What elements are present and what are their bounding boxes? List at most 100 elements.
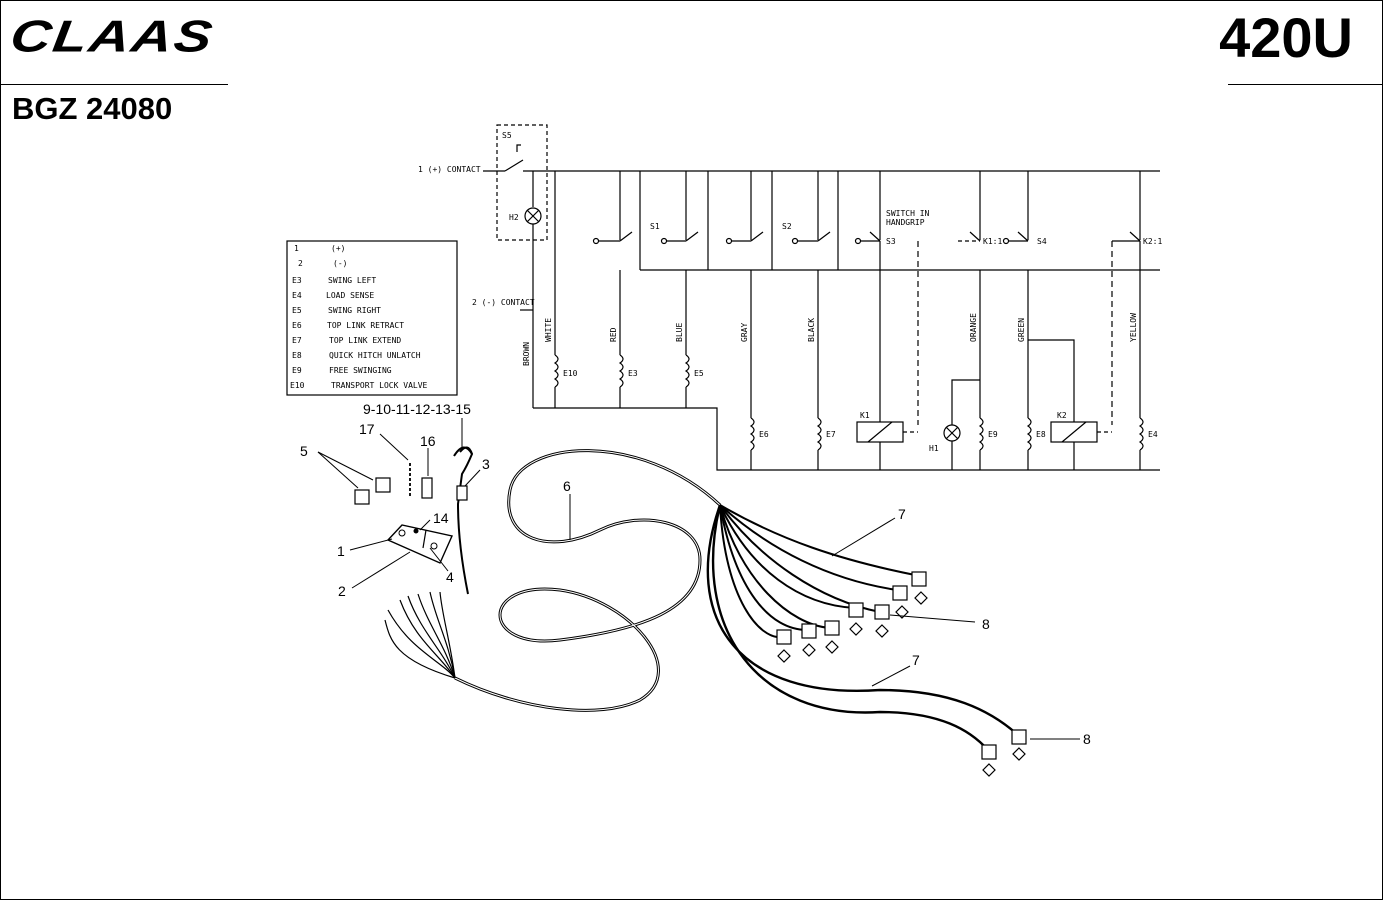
legend-code: E3: [292, 276, 302, 285]
legend-code: E9: [292, 366, 302, 375]
harness-branch: [719, 504, 898, 591]
e6-coil-icon: [749, 417, 755, 451]
e4-label: E4: [1148, 430, 1158, 439]
connector-3: [456, 485, 468, 501]
harness-branch: [719, 504, 808, 631]
s3-label: S3: [886, 237, 896, 246]
handgrip-label-1: SWITCH IN: [886, 209, 930, 218]
wire-label-yellow: YELLOW: [1129, 313, 1138, 342]
harness-branch: [719, 504, 783, 639]
wire-label-green: GREEN: [1017, 318, 1026, 342]
e5-coil-icon: [684, 354, 690, 388]
k1-contact-label: K1:1: [983, 237, 1002, 246]
legend-desc: FREE SWINGING: [329, 366, 392, 375]
model-number: 420U: [1219, 6, 1353, 69]
legend-desc: LOAD SENSE: [326, 291, 374, 300]
wire-label-gray: GRAY: [740, 323, 749, 342]
valve-connector-icon: [981, 744, 997, 760]
legend-desc: TOP LINK RETRACT: [327, 321, 404, 330]
seal-icon: [825, 640, 839, 654]
callout-5: 5: [300, 443, 308, 459]
wire-label-white: WHITE: [544, 318, 553, 342]
s5-housing: [496, 124, 548, 241]
h2-lamp-cross: [526, 209, 540, 223]
callout-8b: 8: [1083, 731, 1091, 747]
e8-coil-icon: [1026, 417, 1032, 451]
valve-connector-icon: [892, 585, 908, 601]
legend-box: 1 (+) 2 (-) E3 SWING LEFT E4 LOAD SENSE …: [286, 240, 458, 396]
callout-6: 6: [563, 478, 571, 494]
switch-terminal: [1002, 237, 1010, 245]
valve-connector-icon: [911, 571, 927, 587]
e6-label: E6: [759, 430, 769, 439]
harness-branch: [719, 504, 916, 576]
legend-desc: (+): [331, 244, 345, 253]
valve-connector-icon: [801, 623, 817, 639]
k2-label: K2: [1057, 411, 1067, 420]
main-harness: [454, 449, 722, 712]
plate-stud: [413, 528, 419, 534]
wire-label-orange: ORANGE: [969, 313, 978, 342]
valve-connector-icon: [874, 604, 890, 620]
contact-minus-label: 2 (-) CONTACT: [472, 298, 535, 307]
s1-label: S1: [650, 222, 660, 231]
legend-desc: QUICK HITCH UNLATCH: [329, 351, 421, 360]
pin-4: [422, 529, 427, 549]
s5-label: S5: [502, 131, 512, 140]
harness-lead: [429, 591, 456, 679]
leader-lines: [317, 418, 1080, 740]
main-harness-core: [454, 450, 721, 711]
e7-coil-icon: [816, 417, 822, 451]
legend-code: E5: [292, 306, 302, 315]
legend-code: E4: [292, 291, 302, 300]
h2-label: H2: [509, 213, 519, 222]
legend-code: E6: [292, 321, 302, 330]
seal-icon: [895, 605, 909, 619]
e8-label: E8: [1036, 430, 1046, 439]
k2-relay-diagonal: [1061, 421, 1087, 443]
switch-terminal: [791, 237, 799, 245]
relay-block-icon: [354, 489, 370, 505]
wire-label-red: RED: [609, 327, 618, 342]
electrical-schematic: [483, 124, 1160, 471]
valve-connectors: [776, 571, 1027, 760]
k2-contact-label: K2:1: [1143, 237, 1162, 246]
callout-1: 1: [337, 543, 345, 559]
s1-contact: [685, 231, 699, 242]
legend-desc: SWING LEFT: [328, 276, 376, 285]
control-box-plate: [386, 524, 453, 564]
schematic-labels: 1 (+) CONTACT 2 (-) CONTACT S5 H2 S1 S2 …: [418, 131, 1162, 453]
legend-code: E10: [290, 381, 305, 390]
fuse-holder-icon: [421, 477, 433, 499]
relay-block-icon: [375, 477, 391, 493]
seal-icon: [982, 763, 996, 777]
e5-label: E5: [694, 369, 704, 378]
legend-desc: TRANSPORT LOCK VALVE: [331, 381, 428, 390]
callout-8a: 8: [982, 616, 990, 632]
h1-lamp-cross: [945, 426, 959, 440]
plate-screw: [430, 542, 438, 550]
k2-contact: [1129, 231, 1141, 242]
switch-terminal: [592, 237, 600, 245]
s2-contact: [750, 231, 764, 242]
seal-icon: [1012, 747, 1026, 761]
seal-icon: [777, 649, 791, 663]
handgrip-cable: [456, 446, 474, 595]
legend-code: E7: [292, 336, 302, 345]
harness-lead: [407, 595, 456, 679]
ground-bus: [533, 407, 1160, 471]
switch-terminal: [854, 237, 862, 245]
callout-14: 14: [433, 510, 449, 526]
callout-17: 17: [359, 421, 375, 437]
e10-coil-icon: [553, 354, 559, 388]
handgrip-icon: [453, 446, 473, 457]
seal-icon: [914, 591, 928, 605]
valve-connector-icon: [776, 629, 792, 645]
callout-16: 16: [420, 433, 436, 449]
callout-labels: 1 2 3 4 5 6 7 7 8 8 14 16 17 9-10-11-12-…: [300, 401, 1091, 747]
legend-code: 1: [294, 244, 299, 253]
s2-label: S2: [782, 222, 792, 231]
k1-contact: [969, 231, 981, 242]
wire-label-black: BLACK: [807, 318, 816, 342]
contact-plus-label: 1 (+) CONTACT: [418, 165, 481, 174]
